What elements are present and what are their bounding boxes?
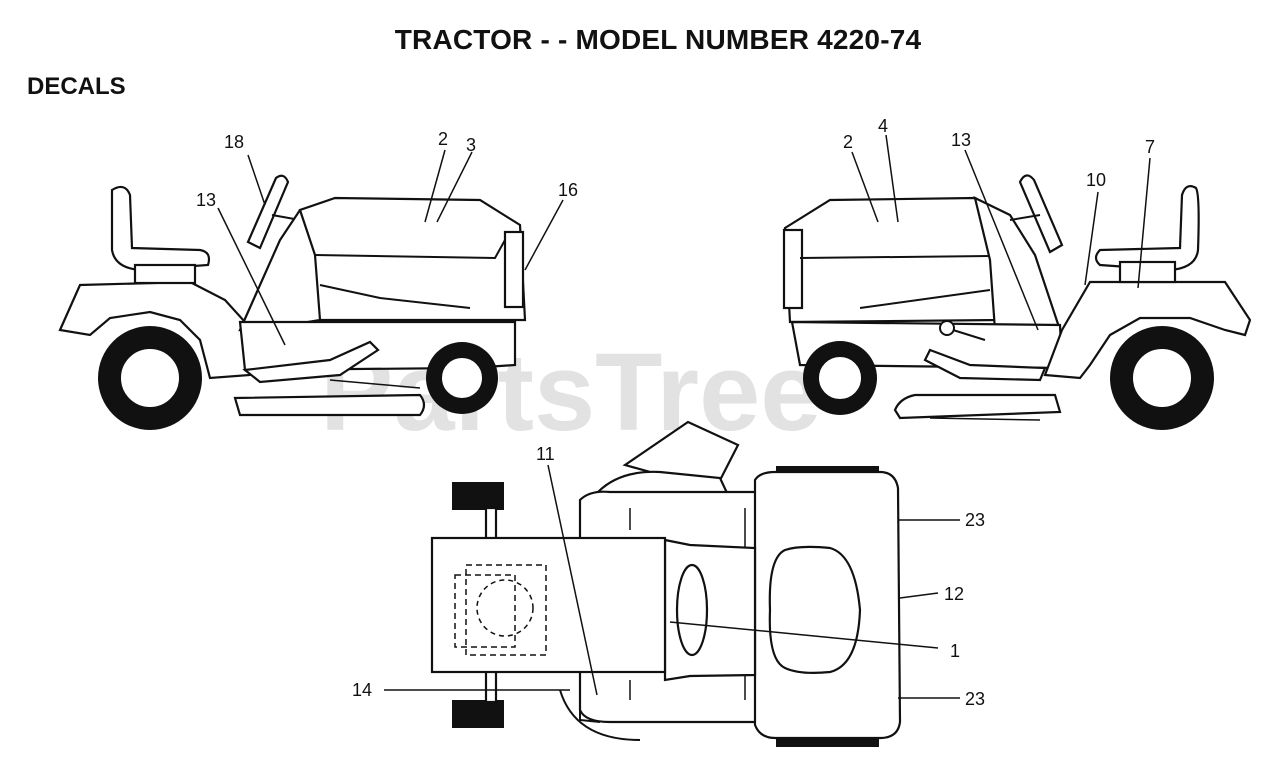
callout-1: 1 — [950, 641, 960, 661]
page-title: TRACTOR - - MODEL NUMBER 4220-74 — [394, 24, 922, 55]
left-seat-base — [133, 263, 197, 285]
callout-10: 10 — [1086, 170, 1106, 190]
top-axle-lower — [484, 668, 498, 704]
leader-7 — [1137, 157, 1151, 289]
callout-23-lower: 23 — [965, 689, 985, 709]
leader-18 — [247, 154, 266, 206]
leader-12 — [899, 592, 939, 599]
left-steering-wheel — [246, 174, 290, 250]
leader-2-left — [424, 149, 446, 223]
top-axle-upper — [484, 506, 498, 542]
right-steering-column — [1009, 214, 1041, 221]
leader-4 — [885, 134, 899, 223]
left-rear-hub — [119, 347, 181, 409]
leader-13-left — [217, 207, 286, 346]
callout-2-right: 2 — [843, 132, 853, 152]
callout-13-left: 13 — [196, 190, 216, 210]
callout-4: 4 — [878, 116, 888, 136]
top-fender-corner — [579, 700, 601, 723]
top-rear-platform — [430, 536, 667, 674]
top-decal-area — [465, 564, 547, 656]
callout-2-left: 2 — [438, 129, 448, 149]
right-seat-base — [1118, 260, 1177, 284]
callout-16: 16 — [558, 180, 578, 200]
callout-11: 11 — [536, 444, 555, 464]
left-rear-fender — [58, 280, 257, 380]
left-side-view: 18 2 3 16 13 — [58, 129, 578, 430]
callout-14: 14 — [352, 680, 372, 700]
callout-18: 18 — [224, 132, 244, 152]
right-seat — [1094, 185, 1200, 272]
left-mower-deck — [233, 393, 426, 417]
top-decal-area-inner — [454, 574, 516, 648]
right-hood-side-line — [859, 289, 991, 309]
leader-1 — [669, 621, 939, 649]
leader-2-right — [851, 151, 879, 223]
top-hood-emblem — [768, 545, 862, 674]
right-front-hub — [817, 355, 863, 401]
callout-7: 7 — [1145, 137, 1155, 157]
left-hood-line — [314, 239, 506, 260]
leader-16 — [524, 199, 564, 271]
left-front-hub — [440, 356, 484, 400]
callout-12: 12 — [944, 584, 964, 604]
right-lever — [952, 329, 986, 341]
top-steering-ring — [675, 563, 709, 657]
right-grille — [782, 228, 804, 310]
top-decal-circle — [476, 579, 534, 637]
section-heading: DECALS — [27, 73, 126, 100]
right-hood-line — [799, 255, 991, 259]
top-deck-arc — [559, 689, 641, 741]
left-deck-link — [329, 379, 421, 389]
right-footrest — [923, 348, 1047, 382]
right-mower-deck — [893, 393, 1062, 420]
left-hood-side-line — [319, 284, 471, 309]
top-rear-wheel-right — [452, 700, 504, 728]
top-view: 11 23 12 1 23 14 — [352, 420, 985, 747]
right-lever-knob — [939, 320, 955, 336]
leader-10 — [1084, 191, 1099, 286]
right-deck-skid — [929, 417, 1041, 421]
callout-23-upper: 23 — [965, 510, 985, 530]
right-rear-hub — [1131, 347, 1193, 409]
left-grille — [503, 230, 525, 309]
top-rear-wheel-left — [452, 482, 504, 510]
right-rear-fender — [1043, 280, 1252, 380]
right-steering-wheel — [1018, 174, 1064, 254]
top-seat — [596, 470, 730, 497]
left-footrest — [242, 340, 380, 384]
leader-11 — [547, 464, 598, 696]
callout-3: 3 — [466, 135, 476, 155]
leader-13-right — [964, 149, 1039, 331]
callout-13-right: 13 — [951, 130, 971, 150]
right-side-view: 2 4 13 7 10 — [782, 116, 1252, 430]
leader-3 — [436, 151, 473, 223]
left-seat — [110, 185, 211, 272]
